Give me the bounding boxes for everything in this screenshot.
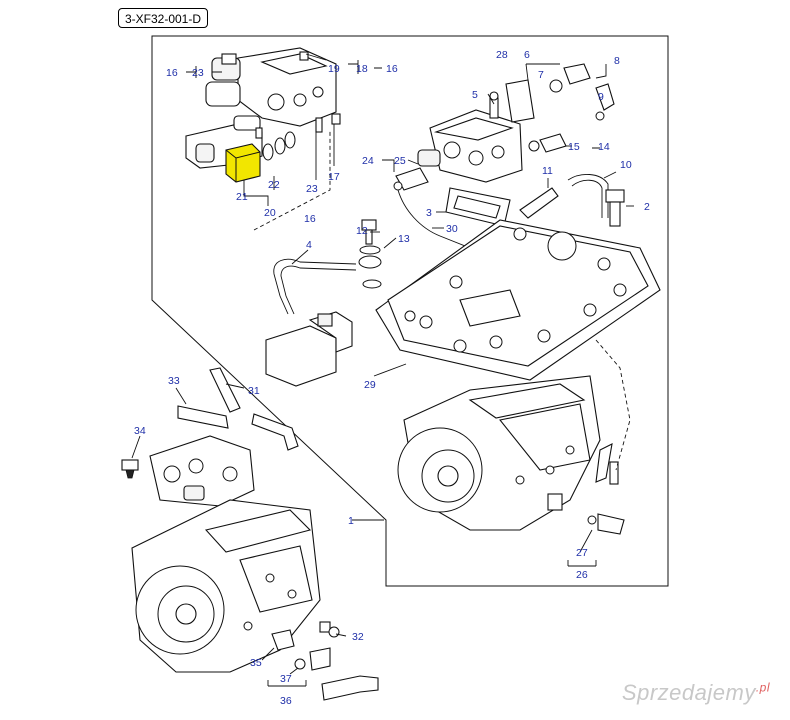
assembly-frame xyxy=(151,35,669,587)
fittings-26-27 xyxy=(547,443,625,535)
callout-35: 35 xyxy=(250,657,262,669)
callout-21: 21 xyxy=(236,191,248,203)
callout-25: 25 xyxy=(394,155,406,167)
callout-15: 15 xyxy=(568,141,580,153)
callout-27: 27 xyxy=(576,547,588,559)
callout-32: 32 xyxy=(352,631,364,643)
return-pipe-dashed xyxy=(595,339,631,471)
callout-26: 26 xyxy=(576,569,588,581)
pipe-10-11 xyxy=(519,174,609,219)
sensor-34 xyxy=(121,459,139,479)
control-valve-upper-right xyxy=(417,91,523,183)
pipe-31-33 xyxy=(177,367,299,451)
callout-4: 4 xyxy=(306,239,312,251)
callout-37: 37 xyxy=(280,673,292,685)
pipe-28 xyxy=(505,79,535,123)
callout-17: 17 xyxy=(328,171,340,183)
callout-18: 18 xyxy=(356,63,368,75)
callout-28: 28 xyxy=(496,49,508,61)
fitting-7-8 xyxy=(549,63,615,121)
callout-7: 7 xyxy=(538,69,544,81)
callout-36: 36 xyxy=(280,695,292,707)
callout-24: 24 xyxy=(362,155,374,167)
callout-11: 11 xyxy=(542,165,553,177)
callout-9: 9 xyxy=(598,91,604,103)
callout-6: 6 xyxy=(524,49,530,61)
callout-10: 10 xyxy=(620,159,632,171)
callout-23-bottom: 23 xyxy=(306,183,318,195)
fittings-32-37 xyxy=(271,621,379,701)
callout-31: 31 xyxy=(248,385,260,397)
callout-19: 19 xyxy=(328,63,340,75)
callout-30: 30 xyxy=(446,223,458,235)
callout-16-bottom: 16 xyxy=(304,213,316,225)
watermark-logo: Sprzedajemy.pl xyxy=(621,680,770,705)
callout-2: 2 xyxy=(644,201,650,213)
callout-14: 14 xyxy=(598,141,610,153)
callout-8: 8 xyxy=(614,55,620,67)
callout-16-left: 16 xyxy=(166,67,178,79)
transmission-housing-lower xyxy=(131,499,321,673)
callout-5: 5 xyxy=(472,89,478,101)
fitting-24 xyxy=(393,167,429,191)
callout-22: 22 xyxy=(268,179,280,191)
pipe-4 xyxy=(273,258,357,315)
o-rings-22 xyxy=(262,131,296,161)
callout-1: 1 xyxy=(348,515,354,527)
callout-23-top: 23 xyxy=(192,67,204,79)
highlighted-coil-21 xyxy=(225,143,261,183)
pipe-4-inner xyxy=(280,265,357,315)
callout-13: 13 xyxy=(398,233,410,245)
reference-code: 3-XF32-001-D xyxy=(118,8,208,28)
callout-20: 20 xyxy=(264,207,276,219)
leader-lines xyxy=(131,53,634,687)
valve-block-upper xyxy=(205,47,337,127)
bolt-12-washers-13 xyxy=(358,219,382,289)
small-fittings-17-19 xyxy=(255,51,341,139)
callout-labels: 1 2 3 4 5 6 7 8 9 10 11 12 13 14 15 16 1… xyxy=(134,49,650,707)
callout-16-right: 16 xyxy=(386,63,398,75)
bolt-2 xyxy=(605,189,625,227)
valve-block-left xyxy=(149,435,255,507)
fitting-15 xyxy=(528,133,567,153)
transmission-housing-upper xyxy=(397,375,601,531)
callout-33: 33 xyxy=(168,375,180,387)
solenoid-block xyxy=(265,311,353,387)
bracket-16-dashed xyxy=(253,130,331,231)
callout-3: 3 xyxy=(426,207,432,219)
callout-29: 29 xyxy=(364,379,376,391)
callout-12: 12 xyxy=(356,225,368,237)
top-cover-plate-29 xyxy=(375,219,661,381)
callout-34: 34 xyxy=(134,425,146,437)
pipe-30 xyxy=(397,189,477,301)
